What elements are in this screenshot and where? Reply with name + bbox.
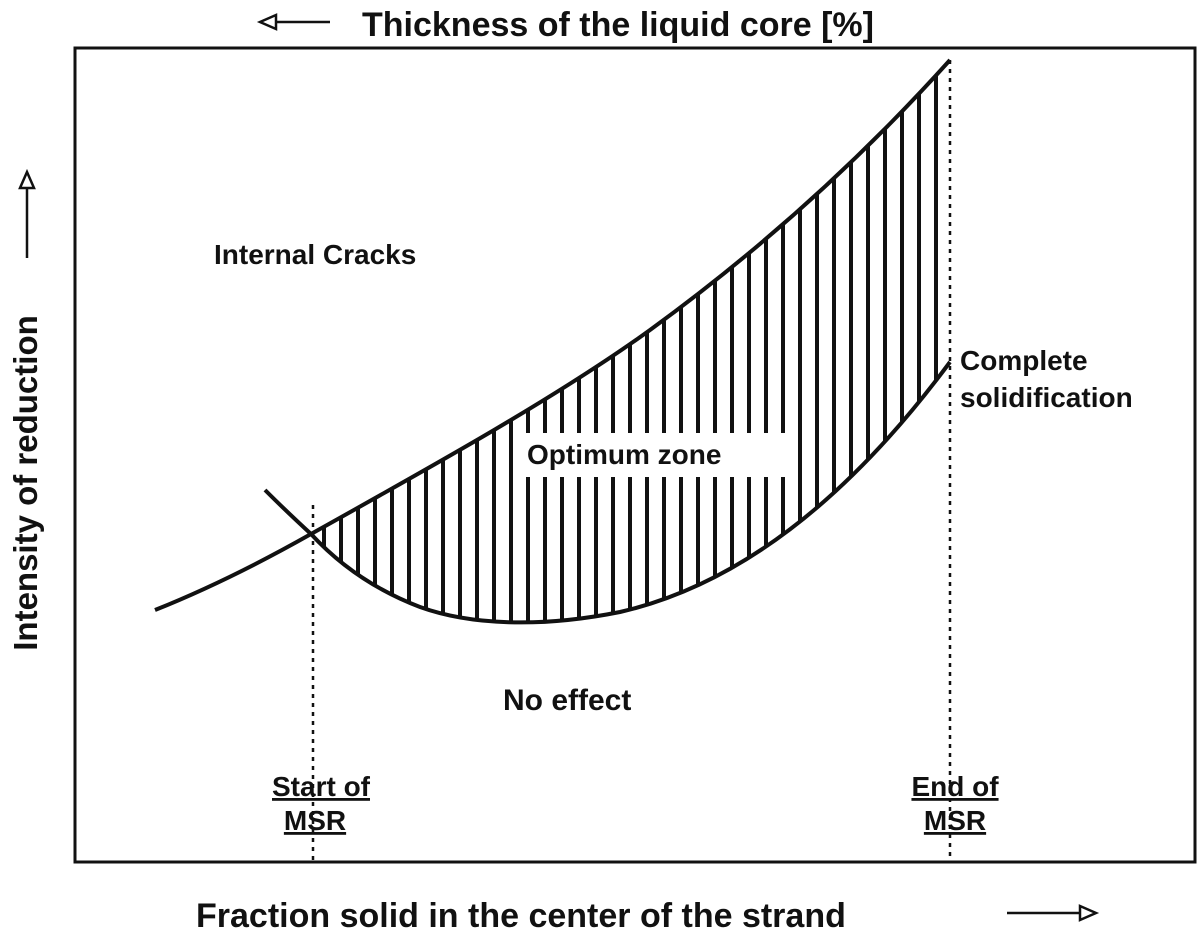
optimum-zone-label: Optimum zone (527, 439, 721, 470)
start-msr-label-line1: Start of (272, 771, 371, 802)
start-msr-label-line2: MSR (284, 805, 346, 836)
left-axis-label: Intensity of reduction (7, 315, 44, 651)
internal-cracks-label: Internal Cracks (214, 239, 416, 270)
optimum-zone-hatching (322, 60, 938, 623)
end-msr-label-line1: End of (911, 771, 999, 802)
no-effect-label: No effect (503, 684, 631, 717)
bottom-axis-arrow (1007, 904, 1100, 922)
end-msr-label-line2: MSR (924, 805, 986, 836)
no-effect-limit-curve (263, 360, 952, 625)
left-axis-arrow (18, 168, 36, 258)
internal-cracks-limit-curve (154, 58, 952, 612)
bottom-axis-label: Fraction solid in the center of the stra… (196, 897, 846, 934)
optimum-zone-label-bg (518, 433, 786, 477)
complete-solidification-line2: solidification (960, 382, 1133, 413)
plot-frame (73, 46, 1197, 864)
top-axis-arrow (256, 13, 330, 31)
complete-solidification-line1: Complete (960, 345, 1088, 376)
top-axis-label: Thickness of the liquid core [%] (362, 6, 874, 44)
